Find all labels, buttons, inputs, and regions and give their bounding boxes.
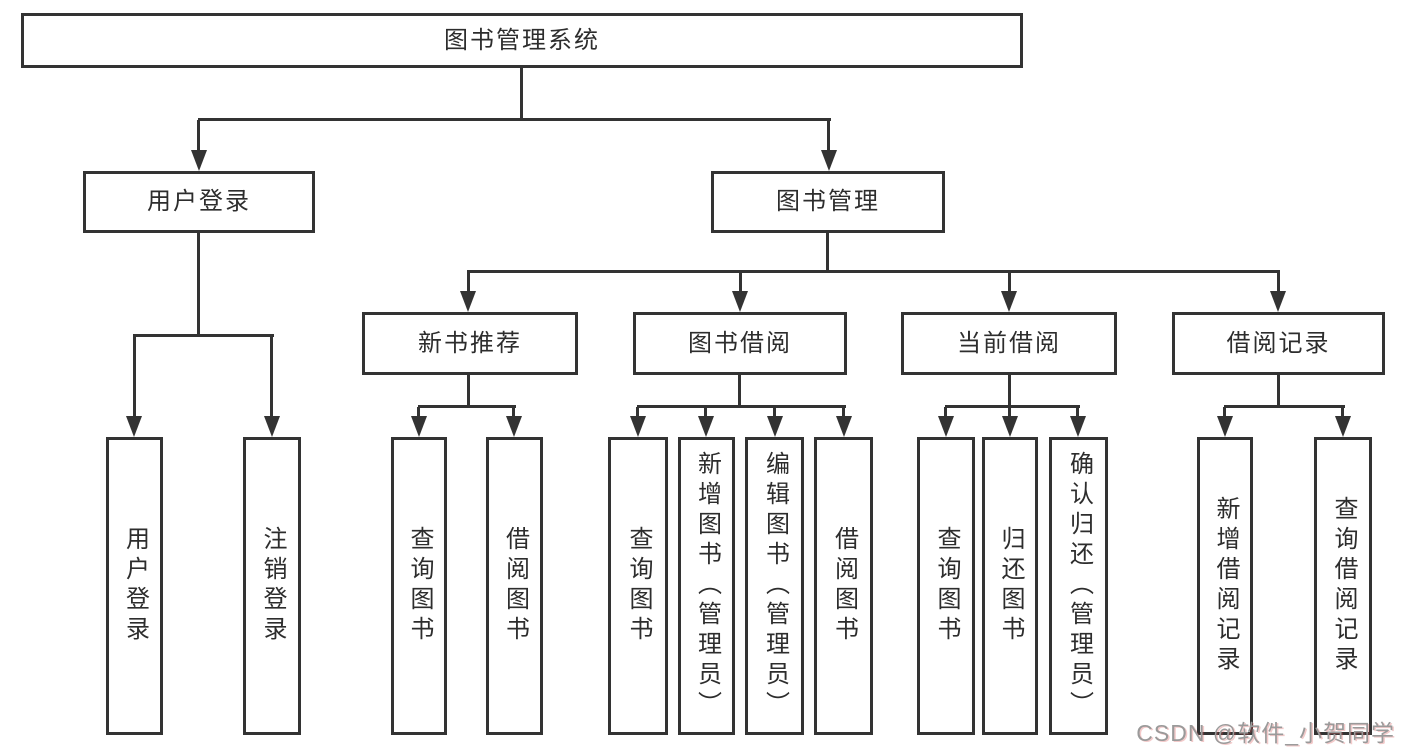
arrowhead-to-logout-leaf — [264, 416, 280, 437]
connector-to-edit-books — [773, 407, 776, 418]
leaf-current-return: 归还图书 — [982, 437, 1038, 735]
connector-to-new-books — [467, 272, 470, 293]
leaf-logout: 注销登录 — [243, 437, 301, 735]
connector-root-rail — [198, 118, 831, 121]
connector-book-management-stem — [826, 233, 829, 273]
leaf-current-query: 查询图书 — [917, 437, 975, 735]
node-borrow-records-label: 借阅记录 — [1226, 329, 1331, 357]
arrowhead-to-book-management — [821, 150, 837, 171]
node-current-borrow-label: 当前借阅 — [957, 329, 1061, 357]
connector-to-user-login — [197, 120, 200, 152]
connector-book-borrow-rail — [637, 405, 846, 408]
arrowhead-to-edit-books — [767, 416, 783, 437]
arrowhead-to-user-login-leaf — [126, 416, 142, 437]
node-new-books-label: 新书推荐 — [418, 329, 522, 357]
connector-to-user-login-leaf — [133, 336, 136, 417]
leaf-current-confirm-admin: 确认归还（管理员） — [1049, 437, 1108, 735]
arrowhead-to-query-borrow-record — [1335, 416, 1351, 437]
connector-to-query-books-2 — [636, 407, 639, 418]
connector-book-management-rail — [467, 270, 1280, 273]
leaf-borrow-borrow: 借阅图书 — [814, 437, 873, 735]
leaf-new-books-query-label: 查询图书 — [406, 526, 433, 646]
node-book-management: 图书管理 — [711, 171, 945, 233]
connector-new-books-stem — [467, 375, 470, 407]
node-new-books: 新书推荐 — [362, 312, 578, 375]
node-root-label: 图书管理系统 — [444, 26, 600, 54]
connector-to-return-books — [1008, 407, 1011, 418]
leaf-user-login: 用户登录 — [106, 437, 163, 735]
node-current-borrow: 当前借阅 — [901, 312, 1117, 375]
node-book-management-label: 图书管理 — [776, 188, 880, 215]
node-borrow-records: 借阅记录 — [1172, 312, 1385, 375]
connector-to-add-books — [704, 407, 707, 418]
node-book-borrow: 图书借阅 — [633, 312, 847, 375]
arrowhead-to-add-borrow-record — [1217, 416, 1233, 437]
arrowhead-to-borrow-books-2 — [836, 416, 852, 437]
node-user-login-label: 用户登录 — [147, 188, 251, 215]
connector-borrow-records-stem — [1277, 375, 1280, 407]
leaf-borrow-add-admin-label: 新增图书（管理员） — [693, 451, 721, 721]
connector-to-current-borrow — [1008, 272, 1011, 293]
leaf-current-query-label: 查询图书 — [933, 526, 960, 646]
arrowhead-to-book-borrow — [732, 291, 748, 312]
arrowhead-to-confirm-return — [1070, 416, 1086, 437]
connector-user-login-stem — [197, 233, 200, 336]
leaf-records-add-label: 新增借阅记录 — [1212, 496, 1239, 676]
arrowhead-to-query-books-2 — [630, 416, 646, 437]
node-book-borrow-label: 图书借阅 — [688, 329, 792, 357]
leaf-current-confirm-admin-label: 确认归还（管理员） — [1065, 451, 1093, 721]
connector-current-borrow-rail — [945, 405, 1080, 408]
csdn-watermark: CSDN @软件_小贺同学 — [1136, 720, 1395, 746]
connector-book-borrow-stem — [738, 375, 741, 407]
connector-to-query-books-1 — [417, 407, 420, 418]
arrowhead-to-borrow-records — [1270, 291, 1286, 312]
connector-to-add-borrow-record — [1223, 407, 1226, 418]
connector-to-borrow-books-2 — [842, 407, 845, 418]
connector-to-query-borrow-record — [1341, 407, 1344, 418]
leaf-borrow-edit-admin-label: 编辑图书（管理员） — [761, 451, 789, 721]
leaf-records-query: 查询借阅记录 — [1314, 437, 1372, 735]
connector-to-book-management — [827, 120, 830, 152]
connector-to-logout-leaf — [270, 336, 273, 417]
connector-borrow-records-rail — [1224, 405, 1345, 408]
connector-root-stem — [520, 68, 523, 120]
connector-to-book-borrow — [739, 272, 742, 293]
leaf-borrow-edit-admin: 编辑图书（管理员） — [745, 437, 804, 735]
arrowhead-to-query-books-1 — [411, 416, 427, 437]
connector-to-borrow-records — [1277, 272, 1280, 293]
arrowhead-to-borrow-books-1 — [506, 416, 522, 437]
connector-user-login-rail — [133, 334, 274, 337]
arrowhead-to-user-login — [191, 150, 207, 171]
node-user-login: 用户登录 — [83, 171, 315, 233]
leaf-records-query-label: 查询借阅记录 — [1330, 496, 1357, 676]
leaf-borrow-borrow-label: 借阅图书 — [830, 526, 858, 646]
arrowhead-to-new-books — [460, 291, 476, 312]
arrowhead-to-query-books-3 — [938, 416, 954, 437]
node-root-library-system: 图书管理系统 — [21, 13, 1023, 68]
leaf-new-books-borrow: 借阅图书 — [486, 437, 543, 735]
connector-to-borrow-books-1 — [512, 407, 515, 418]
connector-to-confirm-return — [1076, 407, 1079, 418]
leaf-borrow-query: 查询图书 — [608, 437, 668, 735]
connector-to-query-books-3 — [944, 407, 947, 418]
connector-current-borrow-stem — [1008, 375, 1011, 407]
leaf-records-add: 新增借阅记录 — [1197, 437, 1253, 735]
leaf-new-books-query: 查询图书 — [391, 437, 447, 735]
leaf-new-books-borrow-label: 借阅图书 — [501, 526, 529, 646]
arrowhead-to-current-borrow — [1001, 291, 1017, 312]
arrowhead-to-return-books — [1002, 416, 1018, 437]
leaf-current-return-label: 归还图书 — [997, 526, 1024, 646]
leaf-borrow-query-label: 查询图书 — [625, 526, 652, 646]
leaf-user-login-label: 用户登录 — [121, 526, 149, 646]
connector-new-books-rail — [418, 405, 516, 408]
leaf-borrow-add-admin: 新增图书（管理员） — [678, 437, 735, 735]
leaf-logout-label: 注销登录 — [259, 526, 286, 646]
arrowhead-to-add-books — [698, 416, 714, 437]
